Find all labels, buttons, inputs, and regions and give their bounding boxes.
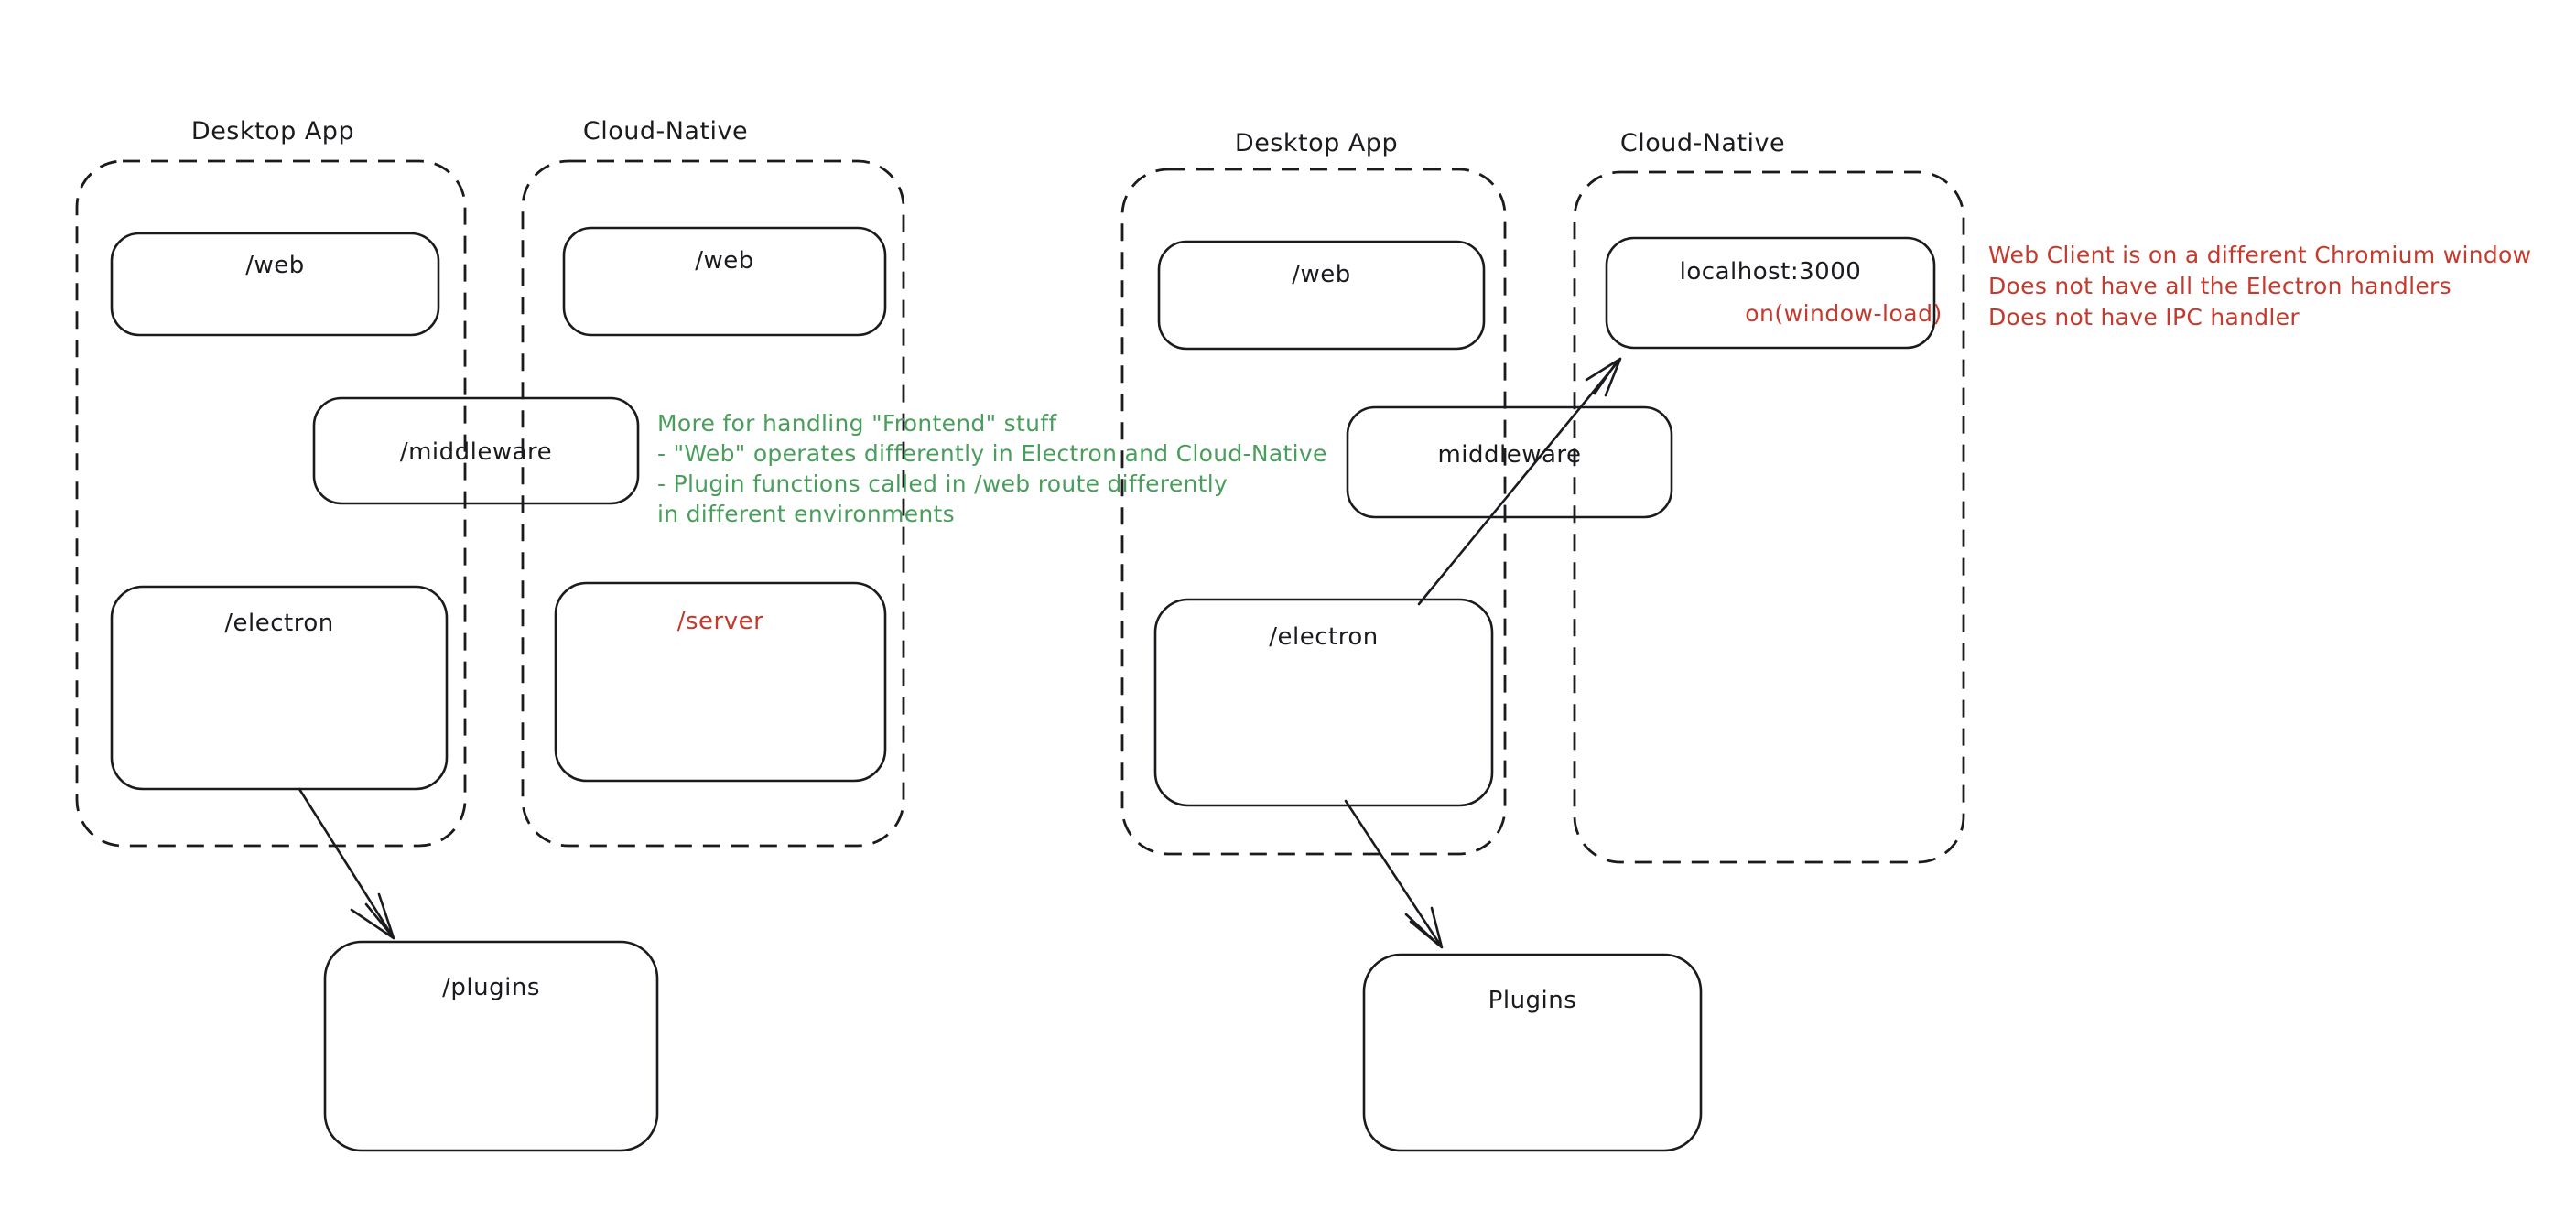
green-note-line: - Plugin functions called in /web route … bbox=[657, 470, 1228, 497]
left-plugins-label: /plugins bbox=[442, 974, 540, 1001]
right-localhost-event-label: on(window-load) bbox=[1745, 300, 1943, 327]
left-electron-label: /electron bbox=[224, 610, 334, 637]
arrow-left-electron-to-plugins bbox=[298, 787, 395, 940]
right-desktop-title: Desktop App bbox=[1234, 129, 1399, 157]
right-plugins-label: Plugins bbox=[1488, 987, 1577, 1014]
right-electron-box bbox=[1153, 598, 1494, 807]
left-middleware-label: /middleware bbox=[399, 438, 553, 466]
green-note-line: - "Web" operates differently in Electron… bbox=[657, 440, 1327, 467]
left-server-label: /server bbox=[676, 608, 764, 635]
left-electron-box bbox=[110, 585, 449, 791]
red-note-line: Does not have IPC handler bbox=[1988, 304, 2300, 330]
green-note: More for handling "Frontend" stuff - "We… bbox=[657, 408, 1327, 529]
left-middleware-box bbox=[312, 396, 640, 505]
right-desktop-web-label: /web bbox=[1292, 261, 1351, 288]
right-electron-label: /electron bbox=[1269, 623, 1379, 651]
red-note-line: Web Client is on a different Chromium wi… bbox=[1988, 242, 2532, 268]
left-cloud-title: Cloud-Native bbox=[582, 117, 749, 146]
arrow-right-electron-to-plugins bbox=[1344, 799, 1444, 949]
left-server-box bbox=[554, 581, 887, 783]
right-plugins-box bbox=[1362, 953, 1703, 1152]
right-cloud-title: Cloud-Native bbox=[1619, 129, 1786, 157]
green-note-line: More for handling "Frontend" stuff bbox=[657, 410, 1057, 437]
right-localhost-label: localhost:3000 bbox=[1679, 258, 1862, 286]
left-desktop-web-box bbox=[110, 232, 440, 337]
right-desktop-web-box bbox=[1157, 240, 1486, 351]
left-desktop-web-label: /web bbox=[245, 252, 305, 279]
right-desktop-container bbox=[1120, 168, 1507, 856]
right-middleware-box bbox=[1346, 405, 1673, 519]
left-cloud-web-label: /web bbox=[695, 247, 754, 275]
left-cloud-web-box bbox=[562, 226, 887, 337]
arrow-right-electron-to-localhost bbox=[1417, 357, 1622, 606]
left-plugins-box bbox=[323, 940, 659, 1152]
left-desktop-title: Desktop App bbox=[190, 117, 355, 146]
right-localhost-box bbox=[1605, 236, 1936, 350]
red-note-line: Does not have all the Electron handlers bbox=[1988, 273, 2452, 299]
red-note: Web Client is on a different Chromium wi… bbox=[1988, 240, 2531, 333]
right-middleware-label: middleware bbox=[1437, 441, 1582, 469]
green-note-line: in different environments bbox=[657, 501, 955, 527]
